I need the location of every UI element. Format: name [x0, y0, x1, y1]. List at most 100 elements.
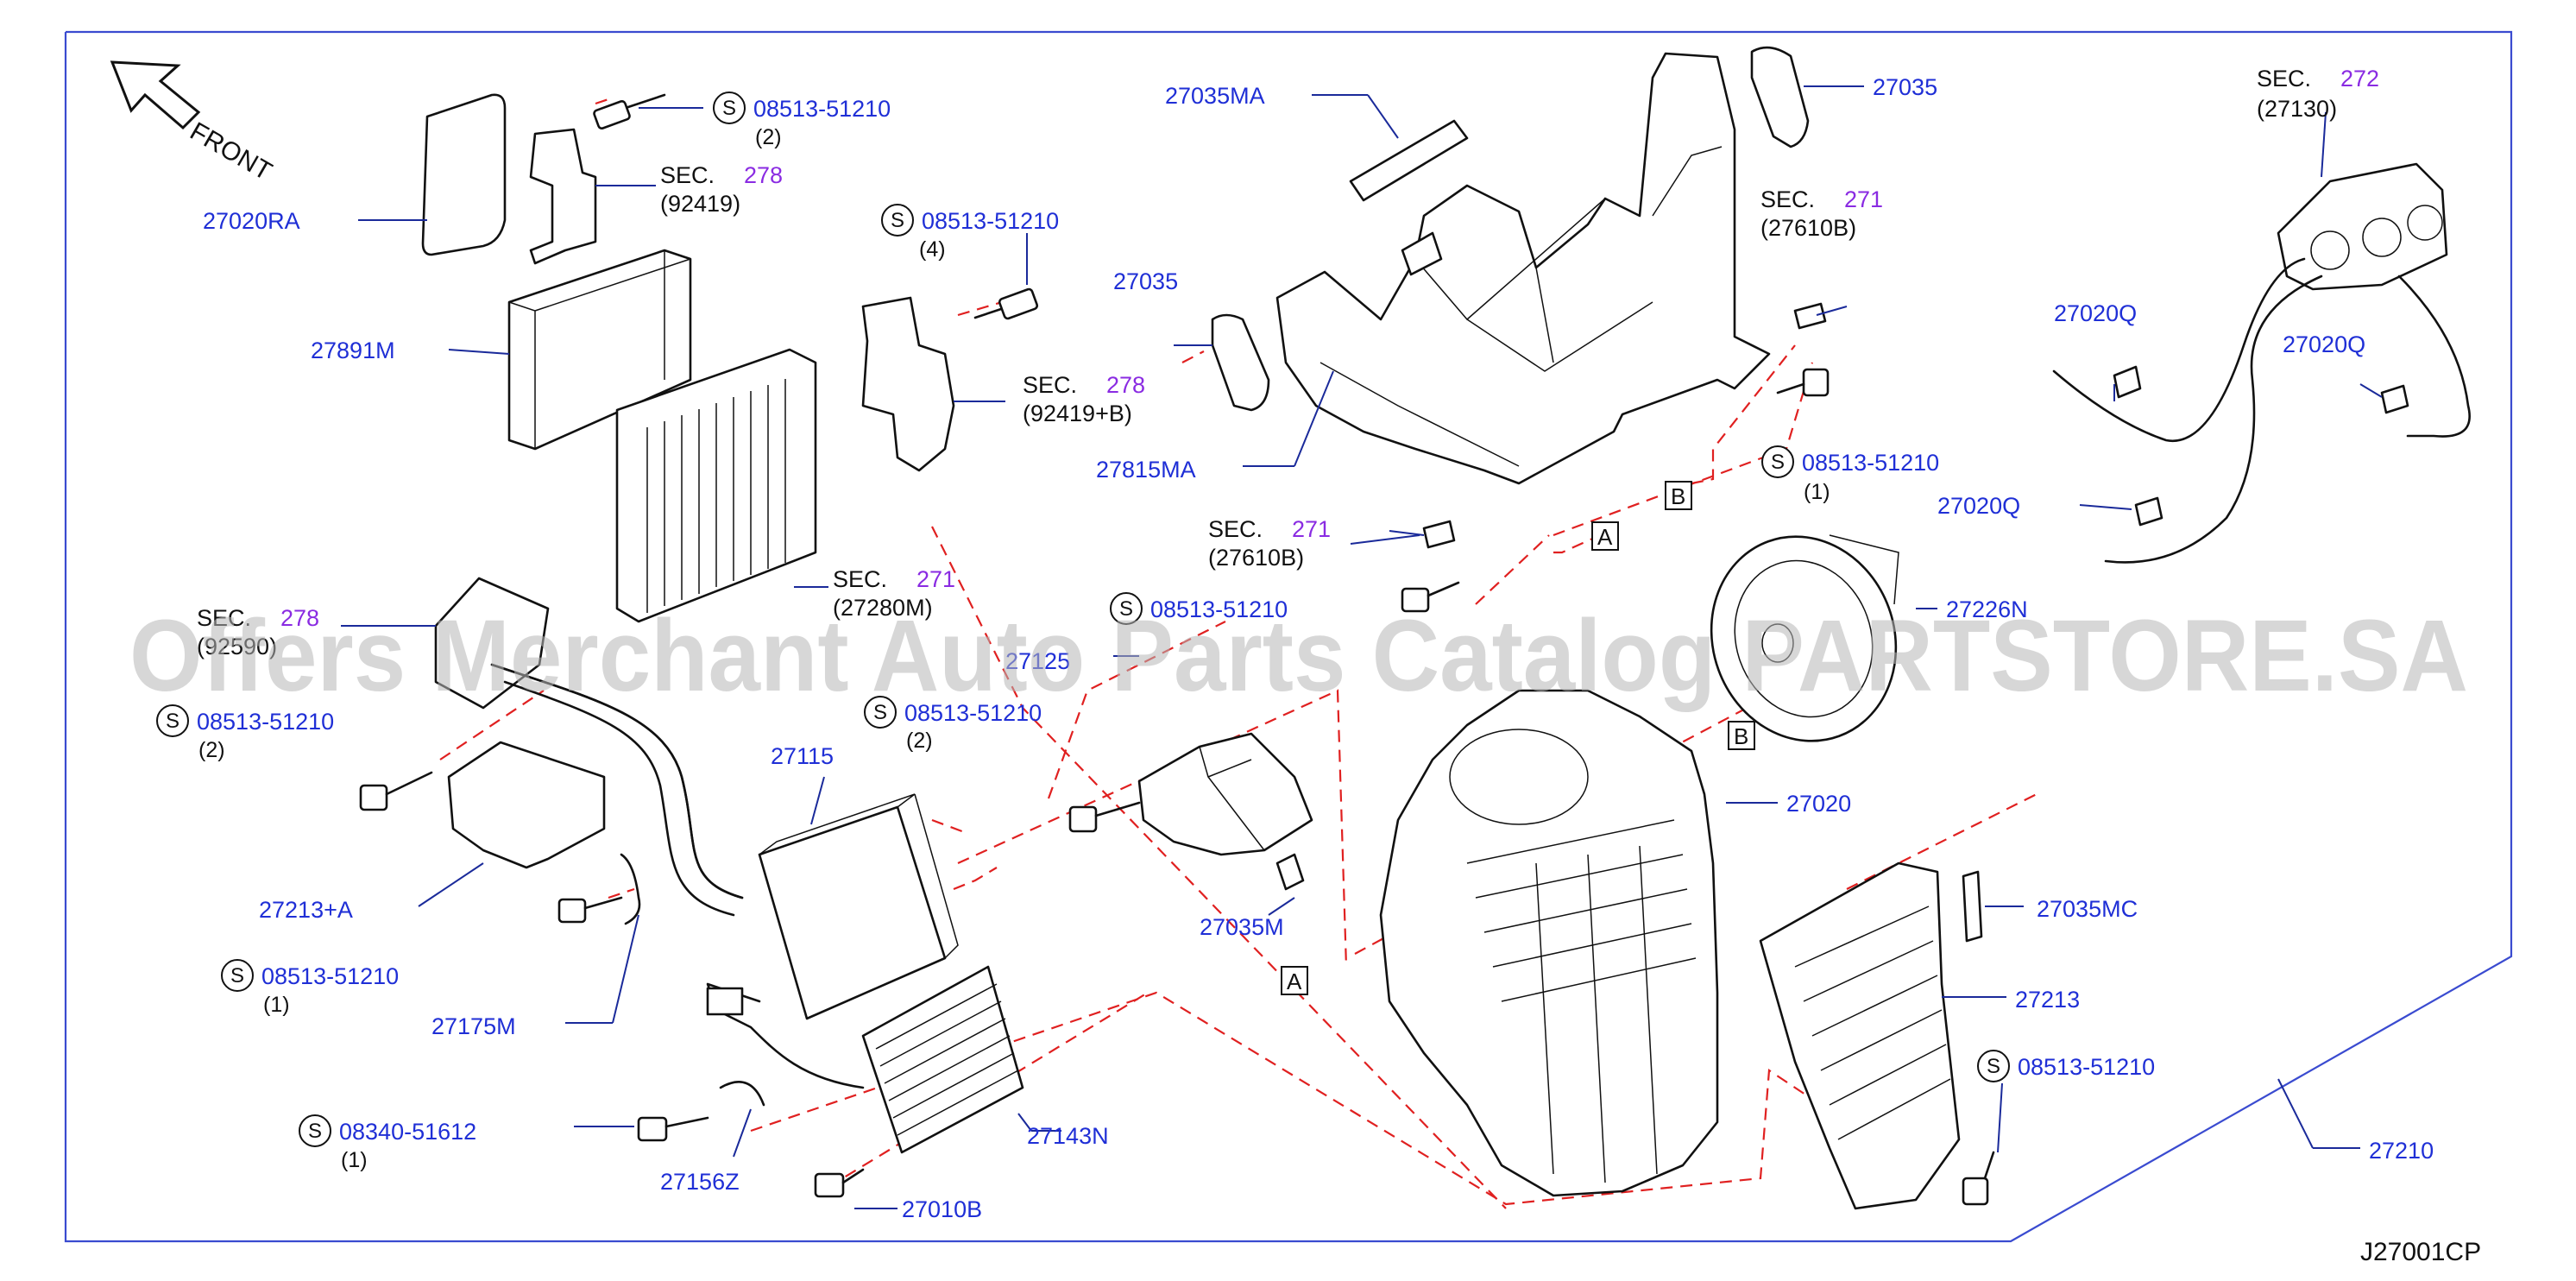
svg-text:S: S: [1771, 451, 1785, 474]
svg-text:271: 271: [1844, 186, 1883, 212]
label-27035m: 27035M: [1200, 914, 1284, 940]
bolt-shape: [557, 896, 623, 924]
svg-text:271: 271: [1292, 516, 1331, 542]
duct-27213a-shape: [447, 741, 606, 869]
svg-text:S: S: [891, 209, 904, 232]
label-27020q-a: 27020Q: [2054, 300, 2137, 326]
svg-text:08340-51612: 08340-51612: [339, 1119, 476, 1145]
label-27020q-c: 27020Q: [1937, 493, 2020, 519]
svg-text:278: 278: [744, 162, 783, 188]
svg-text:(92590): (92590): [197, 634, 277, 659]
bolt-shape: [814, 1168, 865, 1198]
svg-text:S: S: [722, 97, 736, 120]
svg-text:08513-51210: 08513-51210: [1150, 596, 1288, 622]
label-27035-left: 27035: [1113, 268, 1178, 294]
label-27156z: 27156Z: [660, 1169, 740, 1195]
strip-27035mc-shape: [1962, 870, 1983, 943]
svg-text:S: S: [1119, 597, 1133, 621]
svg-text:(1): (1): [263, 993, 290, 1017]
leader-lines: [341, 85, 2383, 1209]
svg-text:(27280M): (27280M): [833, 595, 933, 621]
section-ref-6: SEC. 278 (92590): [197, 605, 319, 659]
bolt-callout-6: S 08513-51210 (2): [156, 704, 334, 762]
svg-text:A: A: [1287, 969, 1302, 994]
label-27020: 27020: [1786, 791, 1851, 817]
svg-text:SEC.: SEC.: [1023, 372, 1077, 398]
svg-text:S: S: [230, 964, 244, 988]
svg-text:B: B: [1734, 723, 1748, 749]
bolt-shape: [1401, 581, 1460, 613]
label-27035mc: 27035MC: [2037, 896, 2138, 922]
bolt-callout-2: S 08513-51210 (4): [881, 204, 1059, 262]
heater-core-shape: [758, 805, 947, 1020]
bolt-shape: [637, 1116, 709, 1142]
clip-shape: [620, 853, 641, 925]
connector-box-b-upper: B: [1665, 481, 1692, 510]
svg-text:(2): (2): [755, 125, 782, 149]
clip-27610b-shape: [1422, 520, 1456, 549]
svg-text:(1): (1): [1804, 480, 1830, 504]
connector-box-a-lower: A: [1281, 966, 1308, 995]
connector-box-b-lower: B: [1728, 721, 1755, 750]
clip-27610b-shape: [1793, 302, 1827, 330]
bracket-middle-shape: [861, 296, 955, 472]
svg-text:S: S: [308, 1120, 322, 1143]
label-27815ma: 27815MA: [1096, 457, 1196, 483]
section-ref-1: SEC. 278 (92419): [660, 162, 783, 217]
label-27020q-b: 27020Q: [2283, 331, 2365, 357]
duct-block-shape: [434, 577, 550, 710]
svg-text:272: 272: [2340, 66, 2379, 92]
clip-27020q-shape: [2380, 384, 2409, 414]
label-27213: 27213: [2015, 987, 2080, 1013]
section-ref-2: SEC. 278 (92419+B): [1023, 372, 1145, 426]
svg-text:(27610B): (27610B): [1760, 215, 1856, 241]
svg-text:S: S: [166, 710, 180, 733]
svg-text:SEC.: SEC.: [833, 566, 887, 592]
diagram-code: J27001CP: [2360, 1238, 2481, 1266]
svg-text:08513-51210: 08513-51210: [922, 208, 1059, 234]
gasket-27035-top-shape: [1750, 46, 1810, 148]
svg-text:08513-51210: 08513-51210: [2018, 1054, 2155, 1080]
harness-wire-shape: [2052, 257, 2306, 443]
bolt-shape: [1962, 1151, 1995, 1206]
svg-text:(27610B): (27610B): [1208, 545, 1304, 571]
svg-text:S: S: [873, 701, 887, 724]
watermark: Offers Merchant Auto Parts Catalog PARTS…: [129, 599, 2468, 713]
label-27210: 27210: [2369, 1138, 2434, 1164]
label-27035-top: 27035: [1873, 74, 1937, 100]
svg-text:(1): (1): [341, 1148, 368, 1172]
label-27891m: 27891M: [311, 338, 395, 363]
bolt-callout-5: S 08513-51210 (2): [864, 696, 1042, 753]
section-ref-5: SEC. 271 (27280M): [833, 566, 955, 621]
svg-text:08513-51210: 08513-51210: [197, 709, 334, 735]
svg-text:08513-51210: 08513-51210: [904, 700, 1042, 726]
svg-text:08513-51210: 08513-51210: [1802, 450, 1939, 476]
ptc-heater-shape: [861, 965, 1024, 1154]
svg-text:08513-51210: 08513-51210: [753, 96, 891, 122]
bolt-shape: [359, 771, 433, 811]
bolt-callout-7: S 08513-51210 (1): [221, 959, 399, 1017]
section-ref-4: SEC. 271 (27610B): [1208, 516, 1331, 571]
svg-text:SEC.: SEC.: [1208, 516, 1263, 542]
bracket-top-shape: [529, 128, 597, 265]
svg-text:278: 278: [1106, 372, 1145, 398]
svg-text:SEC.: SEC.: [197, 605, 251, 631]
clip-27020q-shape: [2113, 365, 2142, 399]
heater-unit-shape: [1379, 689, 1719, 1197]
label-27020ra: 27020RA: [203, 208, 300, 234]
blower-motor-shape: [1710, 535, 1898, 742]
bolt-shape: [593, 93, 666, 130]
svg-text:S: S: [1987, 1055, 2000, 1078]
svg-text:A: A: [1597, 524, 1613, 550]
bolt-shape: [1776, 368, 1830, 397]
front-arrow-icon: [110, 60, 201, 130]
label-27125: 27125: [1005, 648, 1070, 674]
clip-27020q-shape: [2134, 496, 2163, 527]
front-label: FRONT: [186, 117, 277, 186]
gasket-27035-left-shape: [1211, 313, 1270, 412]
bolt-shape: [973, 287, 1039, 320]
svg-text:271: 271: [916, 566, 955, 592]
label-27115: 27115: [771, 743, 834, 769]
svg-text:SEC.: SEC.: [660, 162, 715, 188]
